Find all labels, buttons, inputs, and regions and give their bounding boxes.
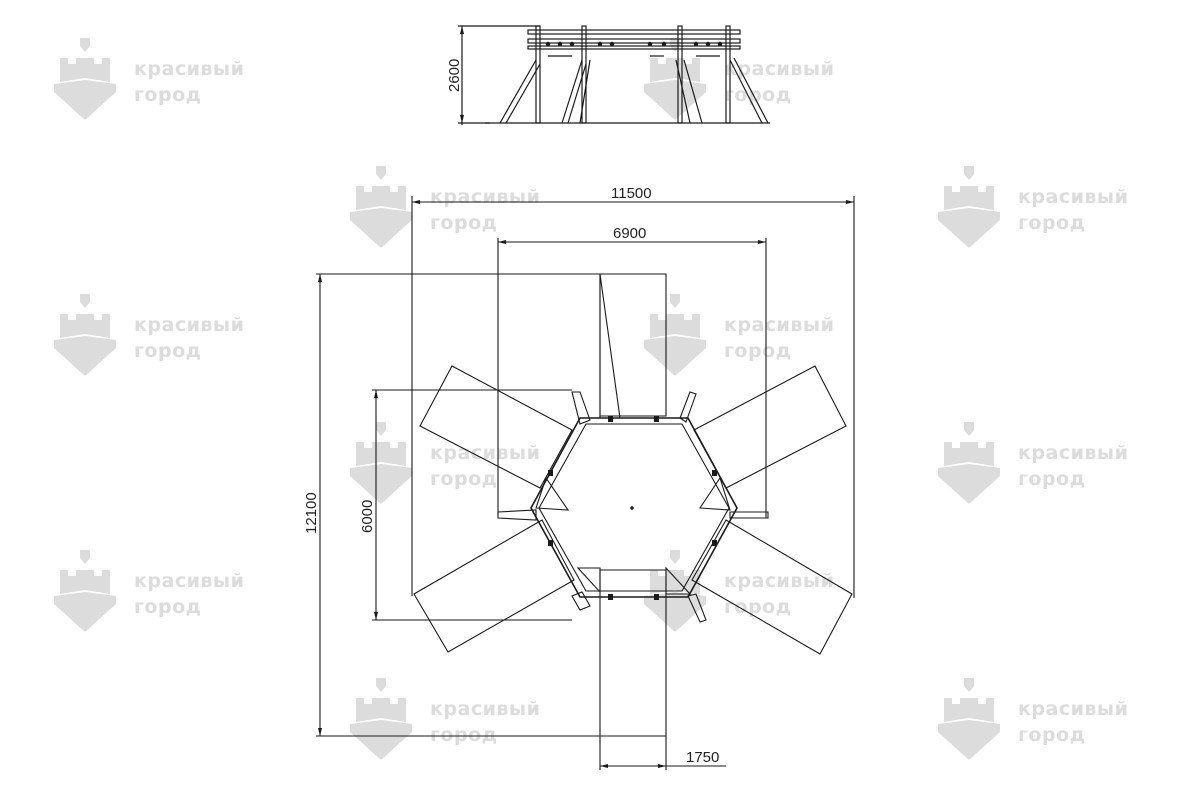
- post: [535, 25, 541, 124]
- brace: [729, 59, 763, 124]
- brace: [683, 59, 703, 124]
- wedge-bottom-left: [576, 567, 601, 594]
- safety-zone-upper-left: [419, 365, 573, 489]
- overall-depth-label: 12100: [303, 492, 320, 534]
- seat-hangers: [548, 416, 717, 600]
- brace: [505, 63, 541, 124]
- brace: [567, 63, 587, 124]
- safety-zone-lower-right: [691, 519, 853, 655]
- dimension-arrows: [318, 26, 854, 768]
- brace: [733, 57, 769, 124]
- safety-zone-lower-left: [413, 519, 575, 653]
- post: [677, 25, 683, 124]
- top-beam: [527, 38, 741, 44]
- top-beam: [527, 29, 741, 35]
- inner-width-label: 6900: [613, 225, 646, 242]
- wedge-left: [535, 476, 570, 511]
- hexagon-frame-inner: [538, 423, 730, 592]
- brace: [499, 59, 537, 124]
- post: [725, 25, 731, 124]
- safety-zone-bottom: [599, 569, 667, 737]
- hangers: [545, 41, 723, 47]
- brace: [579, 59, 591, 124]
- wedge-right: [699, 476, 731, 511]
- wedge-top: [599, 273, 621, 419]
- center-point: [630, 506, 634, 510]
- overall-width-label: 11500: [611, 185, 652, 202]
- post: [581, 25, 587, 124]
- brace: [561, 59, 583, 124]
- height-dim-label: 2600: [446, 59, 463, 92]
- plan-view: [316, 196, 855, 770]
- brace: [675, 59, 691, 124]
- side-elevation: [458, 25, 770, 125]
- seat-width-label: 1750: [686, 749, 719, 766]
- wedge-bottom-right: [665, 566, 692, 595]
- inner-depth-label: 6000: [359, 500, 376, 533]
- corner-posts: [497, 391, 769, 623]
- top-beam: [527, 45, 741, 50]
